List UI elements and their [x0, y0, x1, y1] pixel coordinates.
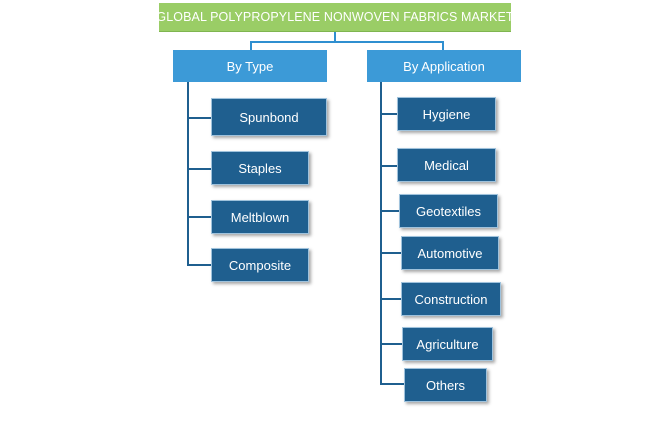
application-item-geotextiles: Geotextiles [399, 194, 498, 228]
type-item-meltblown: Meltblown [211, 200, 309, 234]
title-connector-vertical [334, 32, 336, 42]
agriculture-branch-line [380, 343, 402, 345]
composite-branch-line [187, 264, 212, 266]
by-type-connector [250, 41, 252, 50]
category-by-application: By Application [367, 50, 521, 82]
application-item-automotive: Automotive [401, 236, 499, 270]
type-item-spunbond: Spunbond [211, 98, 327, 136]
staples-branch-line [187, 168, 212, 170]
hygiene-branch-line [380, 113, 398, 115]
by-type-trunk [187, 82, 189, 266]
application-item-hygiene: Hygiene [397, 97, 496, 131]
application-item-others: Others [404, 368, 487, 402]
by-application-connector [442, 41, 444, 50]
application-item-agriculture: Agriculture [402, 327, 493, 361]
application-item-medical: Medical [397, 148, 496, 182]
type-item-staples: Staples [211, 151, 309, 185]
automotive-branch-line [380, 252, 402, 254]
spunbond-branch-line [187, 117, 212, 119]
medical-branch-line [380, 165, 398, 167]
category-by-type: By Type [173, 50, 327, 82]
type-item-composite: Composite [211, 248, 309, 282]
application-item-construction: Construction [401, 282, 501, 316]
by-application-trunk [380, 82, 382, 384]
diagram-title: GLOBAL POLYPROPYLENE NONWOVEN FABRICS MA… [156, 3, 514, 32]
meltblown-branch-line [187, 216, 212, 218]
title-connector-horizontal [250, 41, 444, 43]
others-branch-line [380, 383, 405, 385]
geotextiles-branch-line [380, 210, 400, 212]
construction-branch-line [380, 298, 402, 300]
